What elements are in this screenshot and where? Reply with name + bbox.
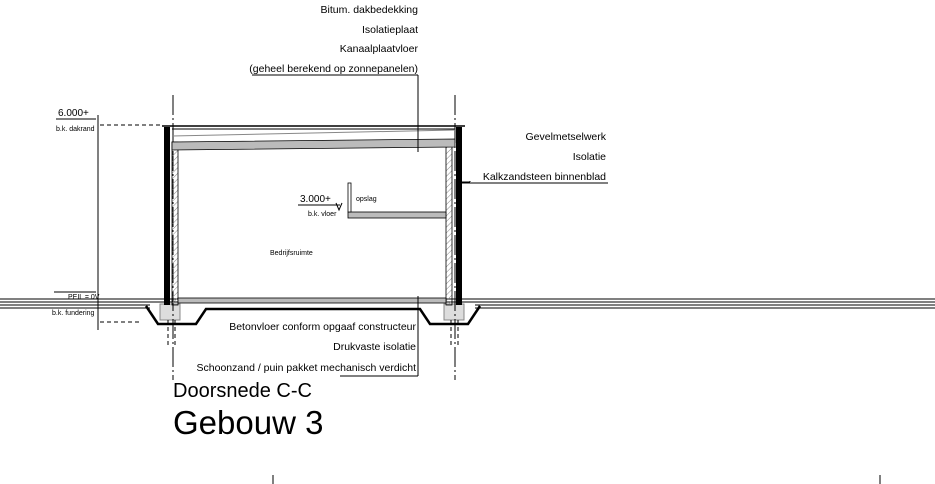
right-inner-wall [445,141,453,306]
roof-label: Kanaalplaatvloer [340,43,419,55]
mezzanine-floor [347,211,447,219]
floor-label: Betonvloer conform opgaaf constructeur [229,321,416,333]
roof-label: Bitum. dakbedekking [321,4,419,16]
wall-label: Gevelmetselwerk [525,131,606,143]
roof-label: (geheel berekend op zonnepanelen) [249,63,418,75]
mezzanine-railing [347,182,352,213]
foundation-level-label: b.k. fundering [52,310,95,317]
left-inner-wall [171,141,179,306]
section-title: Doorsnede C-C [173,380,312,402]
room-label-storage: opslag [356,196,377,203]
ground-lines [0,298,935,309]
right-outer-wall [456,127,462,305]
level-dimension [54,115,343,330]
floor-label: Schoonzand / puin pakket mechanisch verd… [197,362,417,374]
left-outer-wall [164,127,170,305]
ground-floor-slab [177,297,447,304]
peil-label: PEIL = 0V [68,294,100,301]
foundation [144,305,482,326]
roof-level-label: b.k. dakrand [56,126,95,133]
mezzanine-level-label: b.k. vloer [308,211,337,218]
roof-level-value: 6.000+ [58,108,89,119]
roof-label: Isolatieplaat [362,24,418,36]
building-title: Gebouw 3 [173,404,323,441]
mezzanine-level-value: 3.000+ [300,194,331,205]
wall-label: Isolatie [573,151,606,163]
floor-label: Drukvaste isolatie [333,341,416,353]
room-label-main: Bedrijfsruimte [270,250,313,257]
grid-axes [172,95,456,380]
roof [162,125,465,151]
wall-label: Kalkzandsteen binnenblad [483,171,606,183]
